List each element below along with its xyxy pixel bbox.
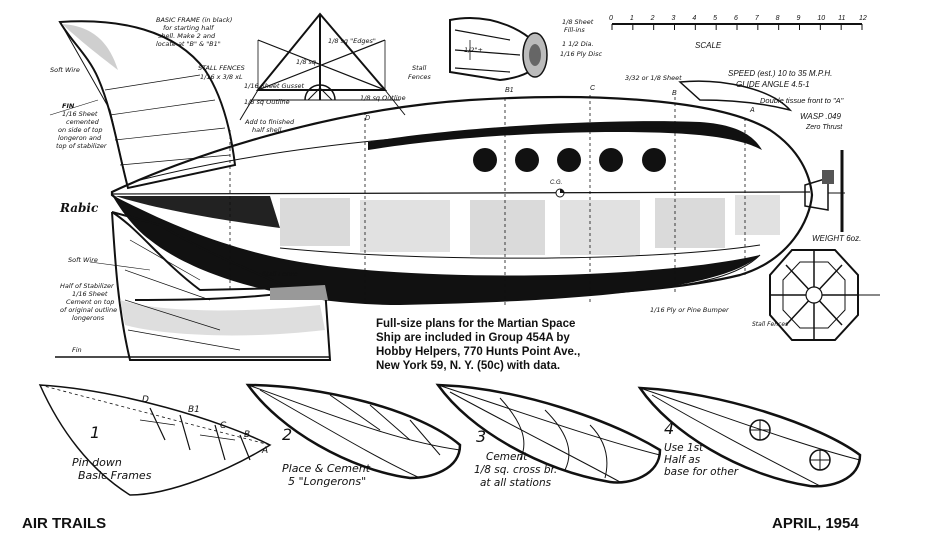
porthole-5 [642,148,666,172]
spec-speed: SPEED (est.) 10 to 35 M.P.H. [728,69,832,78]
construction-step-2 [245,383,462,480]
step-1-label-a: A [261,446,268,456]
scale-tick-label: 9 [797,15,801,22]
step-4-number: 4 [664,419,674,438]
stabilizer-side-view [55,211,332,361]
station-c: C [590,85,596,92]
basic-frame-note: BASIC FRAME (in black) for starting half… [156,16,234,48]
scale-tick-label: 11 [838,15,845,22]
spec-engine: WASP .049 [800,112,841,121]
plans-note: Full-size plans for the Martian Space Sh… [376,318,583,372]
top-fin [49,20,237,190]
scale-tick-label: 5 [713,15,717,22]
logo: Rabic [59,201,99,215]
construction-step-3 [435,383,662,484]
step-3-text: Cement 1/8 sq. cross br. at all stations [474,451,561,489]
sq-edges-label: 1/8 sq "Edges" [328,37,376,45]
cg-label: C.G. [550,180,562,186]
porthole-4 [599,148,623,172]
step-1-number: 1 [90,423,100,442]
sheet-gusset-label: 1/16 Sheet Gusset [244,82,304,90]
scale-tick-label: 1 [630,15,634,22]
scale-tick-label: 4 [692,15,696,22]
step-4-text: Use 1st Half as base for other [664,442,739,478]
stall-fences-note: STALL FENCES 1/16 x 3/8 xL [198,64,247,81]
station-b: B [672,90,677,97]
sheet-top-label: 3/32 or 1/8 Sheet [625,74,682,82]
stab-soft-wire-label: Soft Wire [68,256,98,264]
step-2-text: Place & Cement 5 "Longerons" [282,462,374,488]
spec-glide: GLIDE ANGLE 4.5-1 [736,80,810,89]
step-1-label-c: C [220,421,227,431]
scale-tick-label: 12 [859,15,867,22]
nose-dim-label: 1/2"+ [464,46,483,54]
porthole-1 [473,148,497,172]
rear-view [769,249,880,341]
stab-half-note: Half of Stabilizer 1/16 Sheet Cement on … [60,282,119,322]
stab-fin-label: Fin [72,346,82,354]
station-b1: B1 [505,87,514,94]
scale-tick-label: 2 [650,15,655,22]
spec-thrust: Zero Thrust [805,124,843,131]
ply-disc-label: 1/16 Ply Disc [560,50,602,58]
scale-tick-label: 7 [755,15,760,22]
spec-weight: WEIGHT 6oz. [812,234,861,243]
scale-tick-label: 3 [672,15,676,22]
bumper-label: 1/16 Ply or Pine Bumper [650,306,730,314]
sq-label: 1/8 sq [296,58,316,66]
porthole-2 [515,148,539,172]
step-1-text: Pin down Basic Frames [72,456,152,482]
step-1-label-b1: B1 [188,405,200,415]
sq-outline-label: 1/8 sq Outline [244,98,290,106]
step-2-number: 2 [282,425,292,444]
stall-fences-right-label: Stall Fences [408,64,431,81]
fin-note: FIN 1/16 Sheet cemented on side of top l… [56,102,108,150]
scale-tick-label: 0 [609,15,613,22]
scale-tick-label: 8 [776,15,780,22]
dia-label: 1 1/2 Dia. [562,40,594,48]
construction-step-4 [637,386,862,488]
add-finished-note: Add to finished half shell [244,118,296,134]
footer-date: APRIL, 1954 [772,515,859,532]
porthole-3 [557,148,581,172]
sq-outline-right-label: 1/8 sq Outline [360,94,406,102]
step-1-label-d: D [142,395,149,405]
nose-detail [449,17,548,82]
fuselage-side-view [110,80,845,305]
construction-step-1 [38,384,272,496]
fin-soft-wire-label: Soft Wire [50,66,80,74]
footer-publication: AIR TRAILS [22,515,106,532]
step-3-number: 3 [476,427,486,446]
frame-detail [239,12,406,121]
step-1-label-b: B [244,430,250,440]
station-a: A [749,107,755,114]
sheet-fillins-label: 1/8 Sheet Fill-ins [562,18,595,34]
stall-fence-label: Stall Fence [262,270,298,278]
scale-tick-label: 6 [734,15,738,22]
spec-tissue: Double tissue front to "A" [760,96,844,105]
station-d: D [365,115,370,122]
rear-stall-fences-label: Stall Fences [752,321,788,328]
scale-tick-label: 10 [817,15,825,22]
scale-label: SCALE [695,41,722,50]
